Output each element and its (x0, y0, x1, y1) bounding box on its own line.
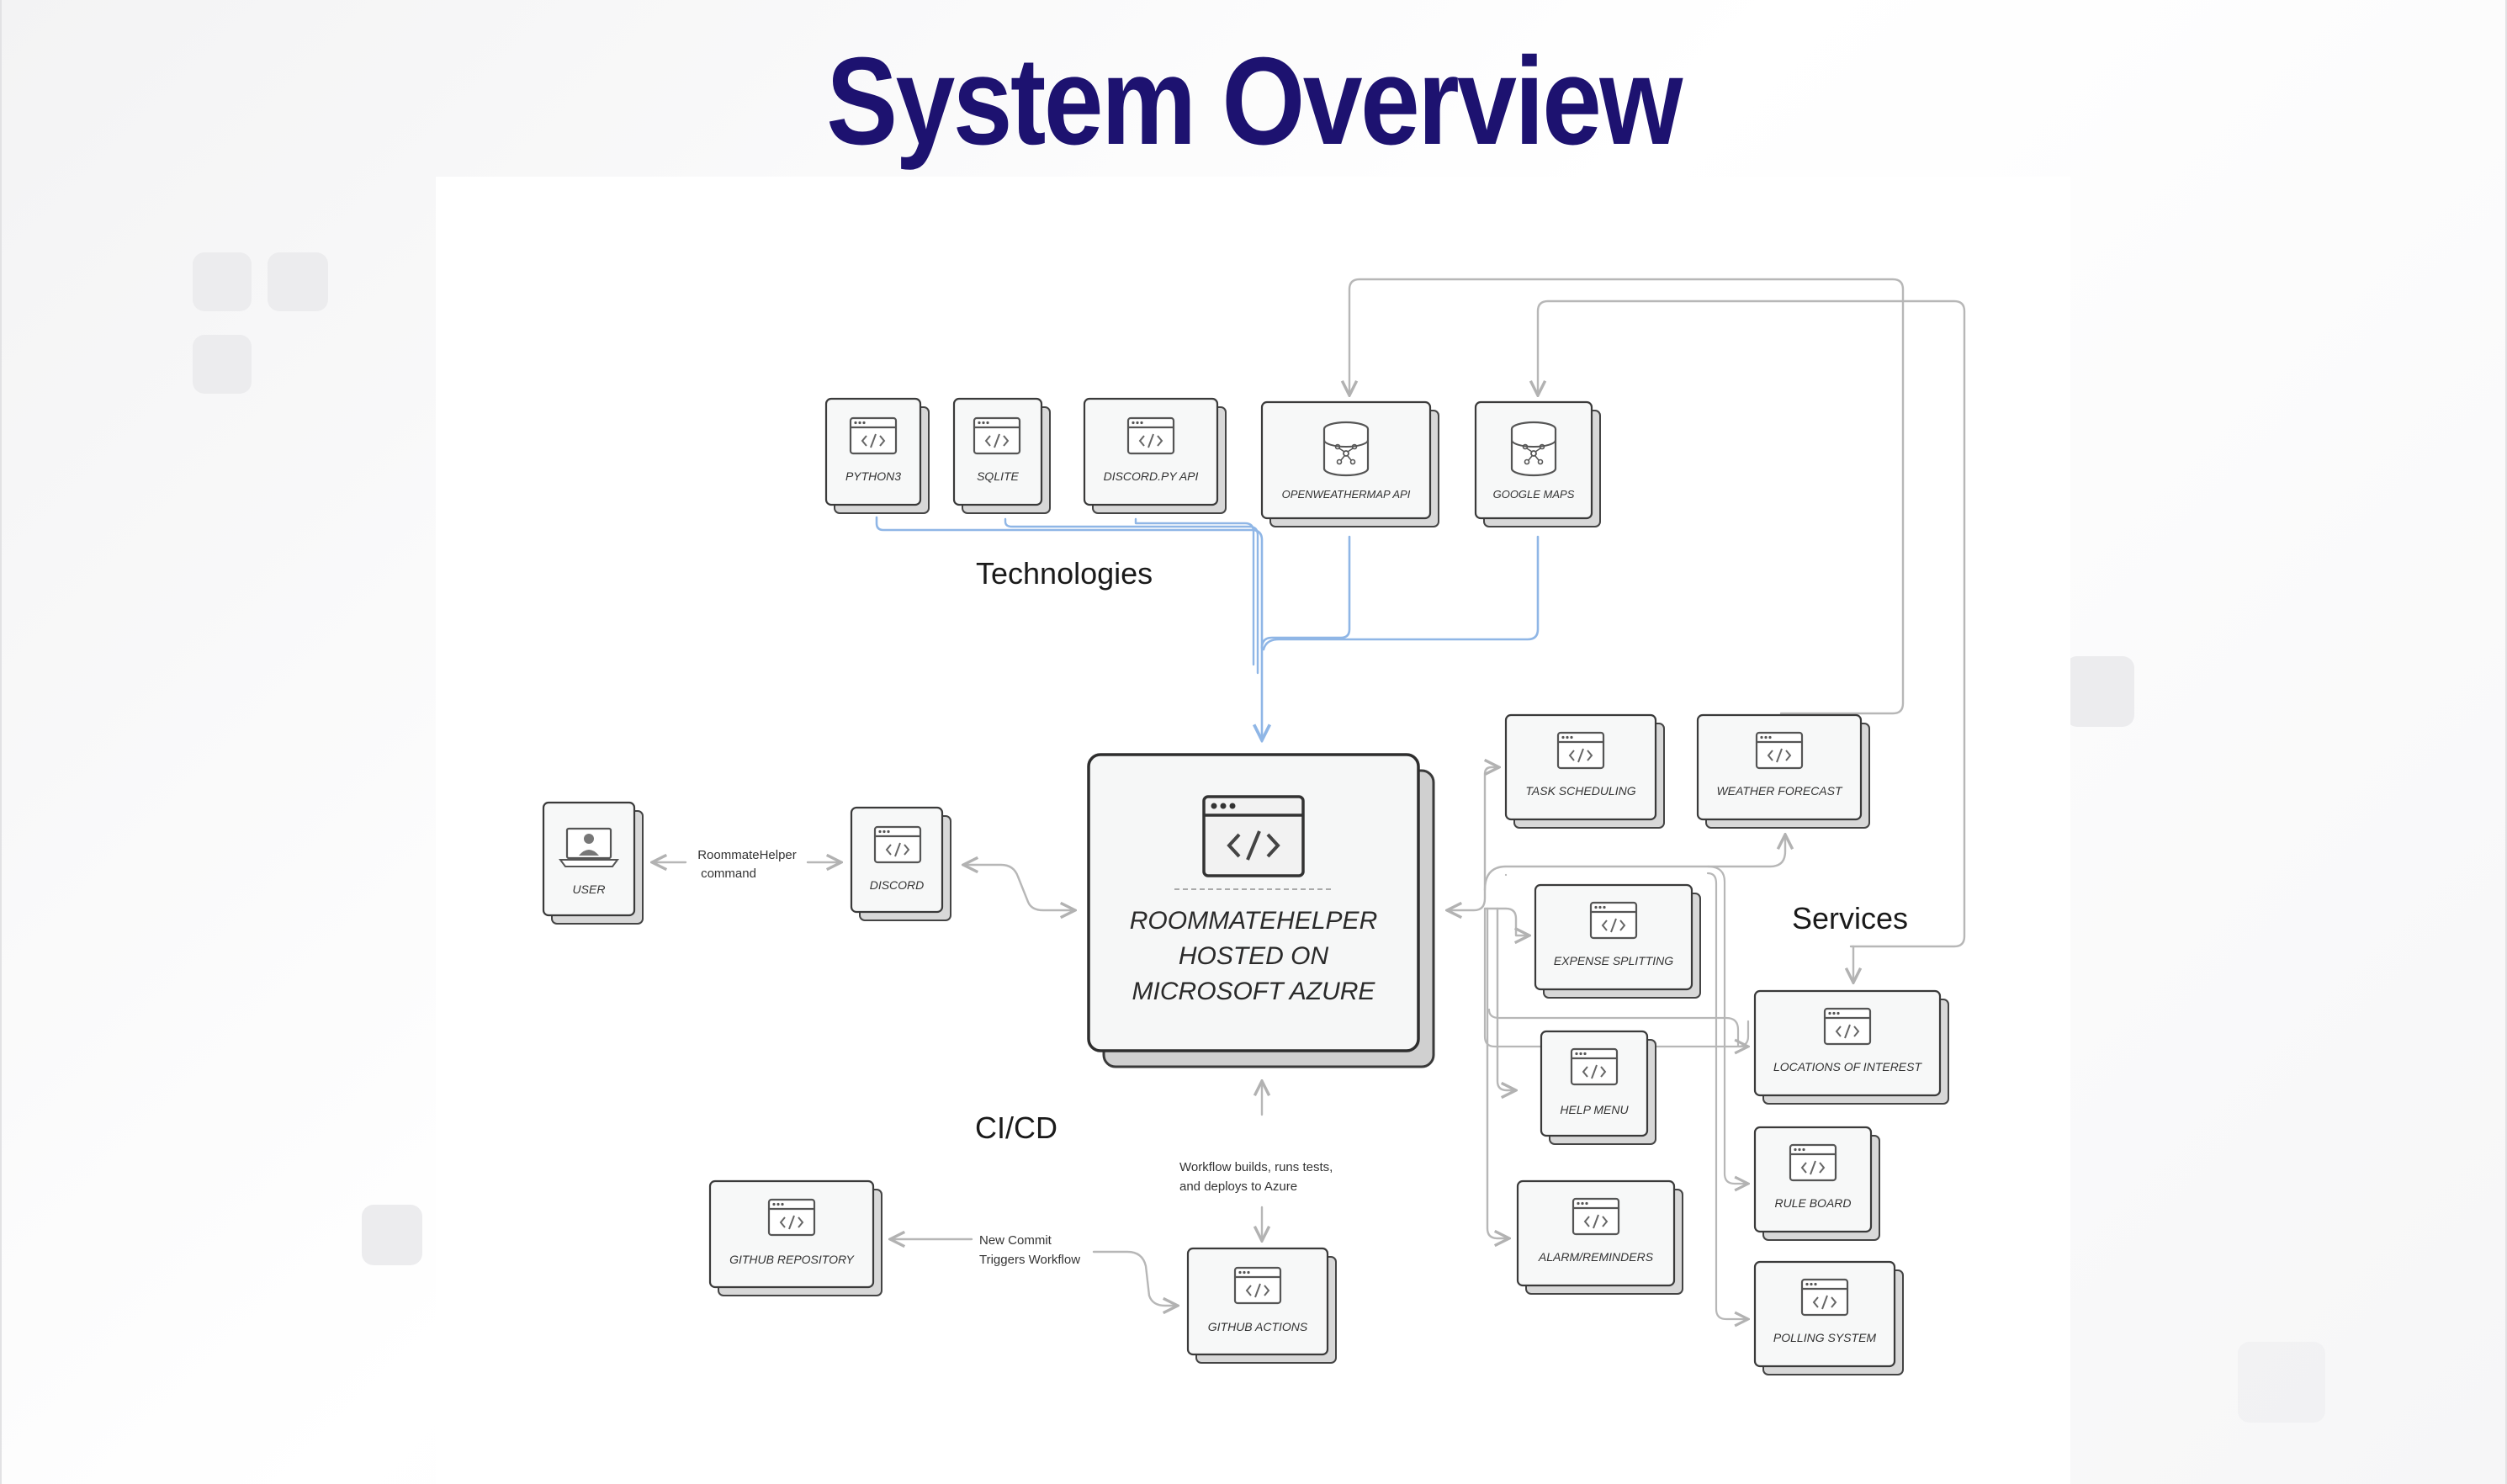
code-window-icon (1233, 1266, 1282, 1305)
code-window-icon (767, 1198, 816, 1237)
node-label: HELP MENU (1560, 1103, 1629, 1116)
node-polling-system: POLLING SYSTEM (1753, 1260, 1904, 1375)
database-icon (1322, 421, 1370, 477)
node-label: DISCORD.PY API (1104, 469, 1199, 483)
node-sqlite: SQLITE (952, 397, 1051, 514)
connector-sqlite (1004, 517, 1259, 675)
node-label: WEATHER FORECAST (1716, 784, 1843, 798)
connector-openweathermap (1260, 535, 1351, 649)
annotation-commit-line1: New Commit (979, 1233, 1052, 1248)
code-window-icon (1800, 1278, 1849, 1317)
code-window-icon (1755, 731, 1804, 770)
center-label-line1: ROOMMATEHELPER (1130, 907, 1377, 935)
laptop-user-icon (559, 827, 619, 867)
node-task-scheduling: TASK SCHEDULING (1504, 713, 1665, 829)
node-label: ALARM/REMINDERS (1538, 1250, 1654, 1264)
deco-square (193, 252, 252, 311)
node-expense-splitting: EXPENSE SPLITTING (1534, 883, 1701, 999)
connector-locations-to-maps (1538, 299, 1966, 948)
deco-square (362, 1205, 422, 1265)
node-googlemaps: GOOGLE MAPS (1474, 400, 1601, 527)
connector-python3 (875, 516, 1262, 740)
node-label: LOCATIONS OF INTEREST (1773, 1060, 1923, 1073)
deco-square (2065, 656, 2134, 727)
connector-to-weather (1483, 835, 1785, 892)
node-rule-board: RULE BOARD (1753, 1126, 1880, 1241)
node-label: GITHUB ACTIONS (1208, 1320, 1308, 1333)
connector-to-rule (1504, 865, 1748, 1184)
deco-square (193, 335, 252, 394)
center-hub: ROOMMATEHELPER HOSTED ON MICROSOFT AZURE (1087, 753, 1435, 1068)
connector-to-help (1496, 907, 1516, 1090)
node-label: DISCORD (870, 878, 925, 892)
node-label: OPENWEATHERMAP API (1282, 488, 1411, 501)
code-window-icon (1556, 731, 1605, 770)
connector-to-locations-b (1487, 1008, 1748, 1047)
node-label: POLLING SYSTEM (1773, 1331, 1876, 1344)
connector-discord-center (963, 865, 1075, 910)
code-window-icon (849, 416, 898, 455)
code-window-icon (1789, 1143, 1837, 1182)
node-python3: PYTHON3 (824, 397, 930, 514)
node-discordpy: DISCORD.PY API (1083, 397, 1227, 514)
connector-to-expense (1483, 907, 1529, 935)
annotation-workflow-line2: and deploys to Azure (1179, 1179, 1297, 1194)
section-label-services: Services (1792, 901, 1908, 935)
code-window-icon (1823, 1007, 1872, 1046)
node-user: USER (542, 801, 644, 925)
code-window-icon (1126, 416, 1175, 455)
node-label: USER (573, 882, 606, 896)
node-label: RULE BOARD (1774, 1196, 1851, 1210)
annotation-command-line1: RoommateHelper (697, 848, 797, 862)
annotation-commit-line2: Triggers Workflow (979, 1253, 1080, 1267)
node-alarm-reminders: ALARM/REMINDERS (1516, 1179, 1683, 1295)
node-github-actions: GITHUB ACTIONS (1186, 1247, 1337, 1364)
node-label: SQLITE (977, 469, 1019, 483)
connector-center-services-trunk (1447, 767, 1499, 910)
connector-to-alarm (1486, 907, 1509, 1238)
connector-to-polling (1706, 872, 1748, 1319)
node-locations-of-interest: LOCATIONS OF INTEREST (1753, 989, 1949, 1105)
center-label-line2: HOSTED ON (1179, 942, 1329, 970)
section-label-technologies: Technologies (976, 556, 1153, 591)
node-discord: DISCORD (850, 806, 951, 921)
connector-discordpy (1134, 517, 1255, 666)
node-label: GITHUB REPOSITORY (729, 1253, 855, 1266)
deco-square (268, 252, 328, 311)
connector-commit-right (1092, 1250, 1178, 1306)
connector-googlemaps (1262, 535, 1540, 651)
node-label: GOOGLE MAPS (1493, 488, 1575, 501)
database-icon (1510, 421, 1557, 477)
page-title: System Overview (826, 32, 1683, 171)
annotation-command-line2: command (701, 867, 756, 881)
deco-square (2238, 1342, 2325, 1423)
node-label: TASK SCHEDULING (1525, 784, 1635, 798)
node-label: EXPENSE SPLITTING (1554, 954, 1673, 967)
node-openweathermap: OPENWEATHERMAP API (1260, 400, 1439, 527)
section-label-cicd: CI/CD (975, 1110, 1057, 1145)
node-weather-forecast: WEATHER FORECAST (1696, 713, 1870, 829)
annotation-workflow-line1: Workflow builds, runs tests, (1179, 1160, 1333, 1174)
node-label: PYTHON3 (845, 469, 901, 483)
code-window-icon (1572, 1197, 1620, 1236)
node-help-menu: HELP MENU (1540, 1030, 1656, 1145)
code-window-icon (873, 825, 922, 864)
center-label-line3: MICROSOFT AZURE (1132, 978, 1376, 1005)
code-window-icon (1570, 1047, 1619, 1086)
code-window-icon (1202, 795, 1305, 877)
code-window-icon (1589, 901, 1638, 940)
connector-weather-to-owm (1349, 278, 1905, 715)
connectors (652, 278, 1966, 1319)
node-github-repository: GITHUB REPOSITORY (708, 1179, 882, 1296)
code-window-icon (973, 416, 1021, 455)
